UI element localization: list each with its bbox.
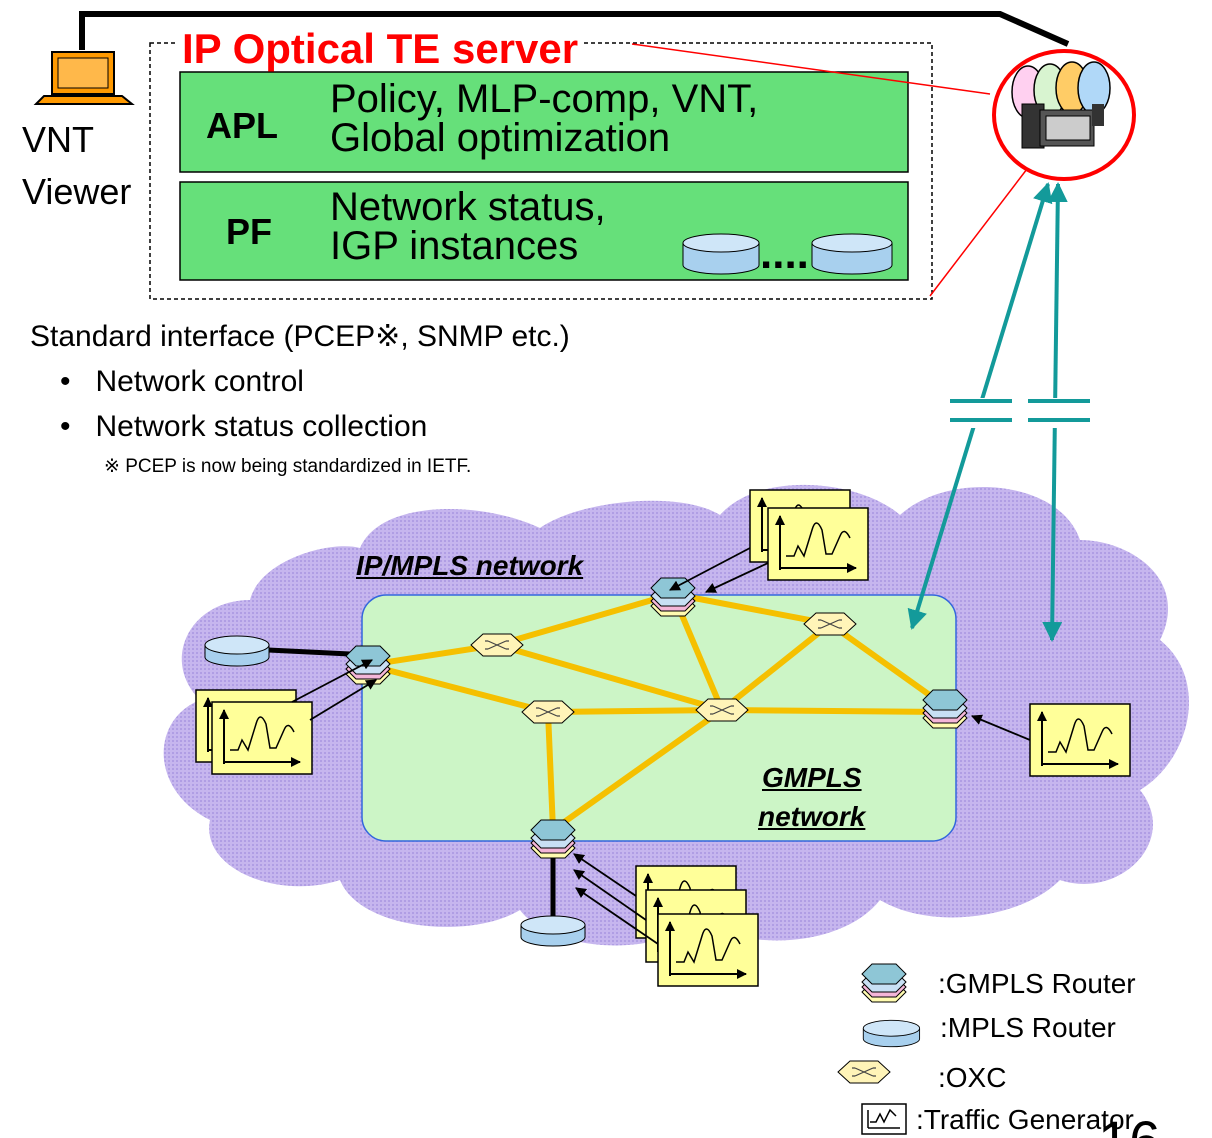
pcep-note: ※ PCEP is now being standardized in IETF…: [104, 456, 472, 477]
bullet-network-control: • Network control: [60, 365, 304, 398]
viewer-label-line2: Viewer: [22, 171, 132, 212]
page-number: 16: [1098, 1109, 1160, 1138]
gmpls-network-label-line1: GMPLS: [762, 762, 862, 793]
mpls-router-icon: [520, 915, 586, 947]
database-icon: [811, 233, 893, 275]
traffic-generator-icon: [658, 914, 758, 986]
apl-description-line1: Policy, MLP-comp, VNT,: [330, 77, 759, 121]
mpls-router-icon: [204, 635, 270, 667]
oxc-icon: [803, 612, 857, 636]
gmpls-router-icon: [345, 645, 391, 685]
viewer-label-line1: VNT: [22, 119, 94, 160]
apl-description-line2: Global optimization: [330, 116, 671, 160]
traffic-generator-icon: [768, 508, 868, 580]
break-marks: [950, 398, 1090, 428]
callout-line: [929, 151, 1041, 297]
traffic-generator-icon: [212, 702, 312, 774]
gmpls-router-icon: [922, 689, 968, 729]
gmpls-area: [361, 594, 957, 842]
database-icon: [682, 233, 760, 275]
ip-mpls-network-label: IP/MPLS network: [356, 550, 584, 581]
pf-box: [179, 181, 909, 281]
oxc-icon: [695, 698, 749, 722]
legend-oxc-icon: [837, 1060, 891, 1084]
oxc-icon: [470, 633, 524, 657]
legend-oxc: :OXC: [938, 1062, 1007, 1093]
legend-traffic-generator: :Traffic Generator: [916, 1104, 1134, 1135]
pf-description-line1: Network status,: [330, 185, 606, 229]
server-station-icon: [992, 49, 1136, 181]
oxc-icon: [521, 700, 575, 724]
legend-gmpls-router-icon: [861, 963, 907, 1003]
legend-gmpls-router: :GMPLS Router: [938, 968, 1136, 999]
traffic-generator-icon: [1030, 704, 1130, 776]
gmpls-router-icon: [650, 577, 696, 617]
gmpls-network-label-line2: network: [758, 801, 866, 832]
bullet-status-collection: • Network status collection: [60, 410, 428, 443]
pf-label: PF: [226, 211, 273, 252]
server-boundary: [149, 42, 933, 300]
server-title: IP Optical TE server: [178, 28, 583, 70]
interface-title: Standard interface (PCEP※, SNMP etc.): [30, 320, 570, 353]
viewer-link-line: [79, 11, 1070, 50]
gmpls-router-icon: [530, 819, 576, 859]
legend-mpls-router-icon: [862, 1019, 921, 1048]
callout-line: [631, 43, 991, 95]
apl-box: [179, 71, 909, 173]
legend-mpls-router: :MPLS Router: [940, 1012, 1116, 1043]
pf-description-line2: IGP instances: [330, 224, 579, 268]
legend-traffic-generator-icon: [861, 1103, 907, 1135]
traffic-arrows: [291, 547, 1031, 945]
laptop-icon: [33, 51, 135, 105]
database-ellipsis: ....: [760, 229, 809, 278]
apl-label: APL: [206, 105, 278, 146]
access-link: [267, 647, 351, 657]
